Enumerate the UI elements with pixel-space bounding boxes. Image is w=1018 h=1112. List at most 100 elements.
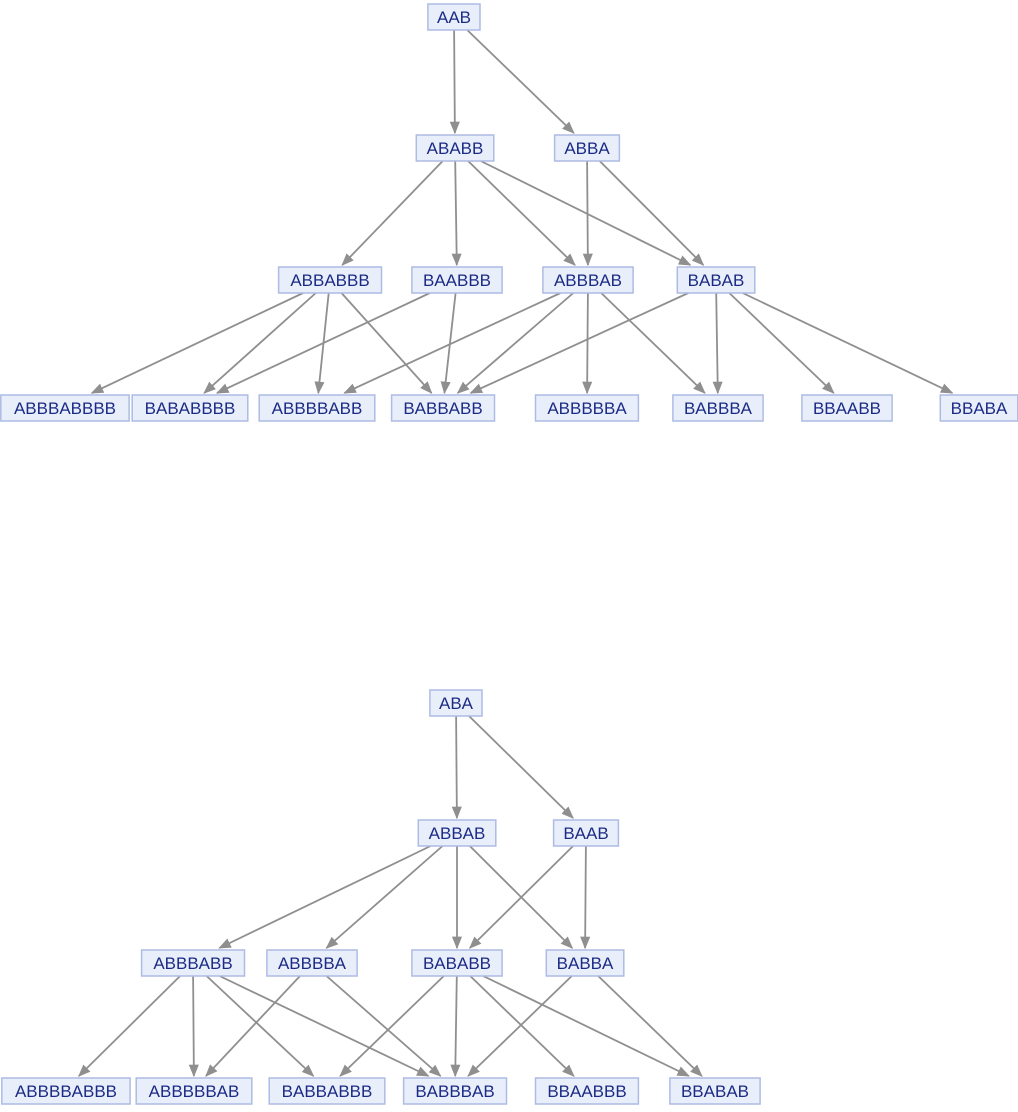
edge-ABABB-ABBBAB [467,160,576,266]
node-box [545,949,625,977]
node-label: ABBBABB [153,954,232,973]
node-label: BAABBB [423,271,491,290]
node-label: ABBBBA [278,954,347,973]
node-box [417,819,497,847]
node-box [676,266,756,294]
node-BAAB: BAAB [552,819,620,847]
node-box [534,394,640,422]
node-box [669,1077,761,1105]
node-ABBAB: ABBAB [417,819,497,847]
node-label: BABABB [423,954,491,973]
node-BABAB: BABAB [676,266,756,294]
node-label: ABBBBBAB [149,1082,240,1101]
edge-ABBBABB-BABBBAB [219,975,430,1077]
node-box [553,134,621,162]
node-label: BABBBAB [415,1082,494,1101]
edge-ABA-ABBAB [451,715,462,820]
node-label: ABBBBABB [272,399,363,418]
node-label: BABBBA [684,399,753,418]
node-label: ABABB [427,139,484,158]
edge-ABBABBB-ABBBABBBB [90,292,304,394]
edge-ABABB-BAABBB [451,160,462,267]
edge-AAB-ABBA [466,29,575,134]
node-box [390,394,496,422]
node-label: ABBABBB [290,271,369,290]
node-label: ABBBBBA [547,399,627,418]
node-label: BABABBBB [145,399,236,418]
edge-ABBAB-ABBBABB [218,845,431,949]
edge-BABAB-BABBBA [712,292,723,395]
node-ABA: ABA [429,689,483,717]
edge-BAAB-BABABB [469,845,574,949]
node-BBABA: BBABA [939,394,1018,422]
node-box [277,266,383,294]
edge-BABABB-BABBBAB [450,975,461,1078]
edge-ABABB-BABAB [480,160,692,266]
top-derivation-graph: AAB ABABB ABBA ABBABBB BAABBB ABBBAB BABAB ABBB… [0,3,1018,422]
node-BABABBBB: BABABBBB [131,394,249,422]
node-BAABBB: BAABBB [411,266,503,294]
node-BABBBAB: BABBBAB [402,1077,508,1105]
node-ABBBAB: ABBBAB [542,266,634,294]
node-BABBABBB: BABBABBB [268,1077,386,1105]
node-label: BBAABBB [547,1082,626,1101]
node-BBABAB: BBABAB [669,1077,761,1105]
edge-ABA-BAAB [468,715,574,819]
node-BBAABB: BBAABB [801,394,893,422]
node-box [0,394,130,422]
node-label: BABBABB [403,399,482,418]
edge-ABBABBB-BABBABB [340,292,433,394]
node-box [411,266,503,294]
node-BABBABB: BABBABB [390,394,496,422]
node-label: AAB [437,8,471,27]
node-ABBBBA: ABBBBA [266,949,358,977]
node-ABABB: ABABB [415,134,495,162]
node-box [266,949,358,977]
node-box [427,3,481,31]
edge-BAABBB-BABABBBB [215,292,431,394]
node-BABABB: BABABB [411,949,503,977]
node-box [552,819,620,847]
node-ABBBBABBB: ABBBBABBB [1,1077,131,1105]
node-label: BAAB [563,824,608,843]
node-AAB: AAB [427,3,481,31]
node-label: BBABAB [681,1082,749,1101]
edge-BABABB-BBABAB [482,975,690,1077]
edge-ABBBAB-ABBBBABB [343,292,561,394]
node-label: ABBAB [429,824,486,843]
node-box [672,394,764,422]
edge-ABBAB-ABBBBA [325,845,444,949]
node-box [131,394,249,422]
edge-ABBBABB-BABBABBB [205,975,315,1077]
node-label: ABBBABBBB [14,399,116,418]
node-box [268,1077,386,1105]
edge-BABAB-BBABA [742,292,954,394]
edge-ABBBBA-ABBBBBAB [205,975,301,1077]
edge-ABABB-ABBABBB [341,160,444,266]
edge-BABBA-BABBBAB [467,975,573,1077]
node-box [939,394,1018,422]
edge-ABBA-ABBBAB [582,160,593,267]
edge-ABBBBA-BABBBAB [325,975,442,1077]
edge-BABABB-BABBABBB [339,975,445,1077]
edge-ABBA-BABAB [599,160,705,266]
node-BABBBA: BABBBA [672,394,764,422]
edge-ABBBABB-ABBBBBAB [188,975,199,1078]
node-label: BBABA [951,399,1008,418]
node-label: ABA [439,694,474,713]
node-box [140,949,246,977]
node-label: BBAABB [813,399,881,418]
node-label: BABBABBB [282,1082,373,1101]
edge-ABBBAB-ABBBBBA [582,292,593,395]
node-ABBA: ABBA [553,134,621,162]
edge-ABBABBB-BABABBBB [203,292,317,394]
node-box [402,1077,508,1105]
node-box [801,394,893,422]
edge-BABBA-BBABAB [597,975,703,1077]
edge-AAB-ABABB [449,29,460,135]
node-label: ABBA [564,139,610,158]
node-ABBBBABB: ABBBBABB [258,394,376,422]
edge-BABAB-BBAABB [728,292,835,394]
